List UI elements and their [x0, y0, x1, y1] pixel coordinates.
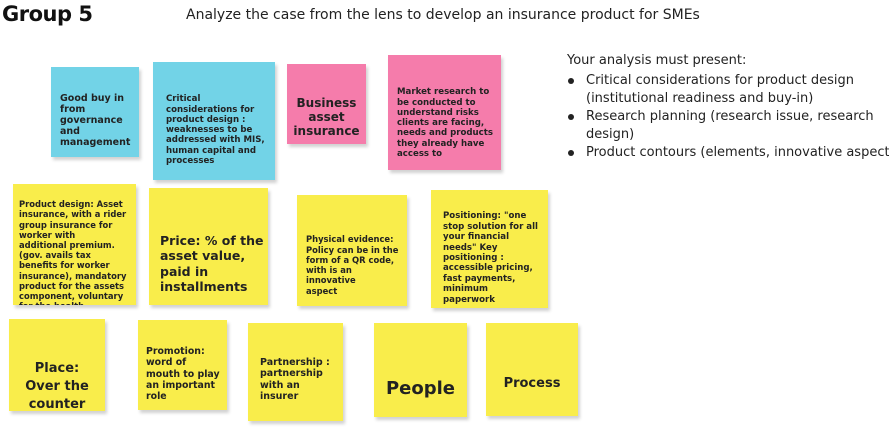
sticky-note-process[interactable]: Process [486, 323, 578, 416]
analysis-bullet-text: (institutional readiness and buy-in) [586, 91, 814, 106]
analysis-bullet-text: design) [586, 127, 635, 142]
sticky-note-text: Market research to be conducted to under… [397, 87, 493, 160]
sticky-note-critical-considerations[interactable]: Critical considerations for product desi… [153, 62, 275, 180]
sticky-note-text: Product design: Asset insurance, with a … [19, 199, 127, 305]
sticky-note-people[interactable]: People [374, 323, 467, 417]
analysis-bullet-text: Research planning (research issue, resea… [586, 109, 874, 124]
sticky-note-partnership[interactable]: Partnership : partnership with an insure… [248, 323, 343, 421]
sticky-note-text: Business asset insurance [293, 96, 360, 138]
sticky-note-place[interactable]: Place: Over the counter [9, 319, 105, 411]
sticky-note-positioning[interactable]: Positioning: "one stop solution for all … [431, 190, 548, 308]
sticky-note-promotion[interactable]: Promotion: word of mouth to play an impo… [138, 320, 227, 410]
analysis-heading: Your analysis must present: [567, 53, 747, 68]
analysis-panel: Your analysis must present: Critical con… [567, 52, 889, 162]
sticky-note-text: Partnership : partnership with an insure… [260, 357, 330, 402]
analysis-list: Critical considerations for product desi… [567, 72, 889, 162]
sticky-note-text: Price: % of the asset value, paid in ins… [160, 232, 264, 295]
sticky-note-text: Positioning: "one stop solution for all … [443, 211, 538, 305]
sticky-note-text: People [385, 378, 456, 399]
sticky-note-text: Critical considerations for product desi… [166, 94, 265, 167]
page-subtitle: Analyze the case from the lens to develo… [186, 7, 700, 23]
sticky-note-governance[interactable]: Good buy in from governance and manageme… [51, 67, 139, 157]
sticky-note-business-asset-insurance[interactable]: Business asset insurance [287, 64, 366, 144]
sticky-note-text: Place: Over the counter [25, 361, 89, 411]
sticky-note-physical-evidence[interactable]: Physical evidence: Policy can be in the … [297, 195, 407, 306]
sticky-note-text: Process [503, 376, 561, 391]
analysis-bullet: Research planning (research issue, resea… [567, 108, 889, 144]
page-title: Group 5 [2, 2, 93, 26]
sticky-note-product-design[interactable]: Product design: Asset insurance, with a … [13, 184, 136, 305]
sticky-note-text: Promotion: word of mouth to play an impo… [146, 346, 220, 403]
sticky-note-text: Good buy in from governance and manageme… [60, 93, 131, 148]
analysis-bullet: Critical considerations for product desi… [567, 72, 889, 108]
sticky-note-market-research[interactable]: Market research to be conducted to under… [388, 55, 501, 170]
sticky-note-text: Physical evidence: Policy can be in the … [306, 234, 399, 296]
analysis-bullet-text: Critical considerations for product desi… [586, 73, 854, 88]
analysis-bullet: Product contours (elements, innovative a… [567, 144, 889, 162]
analysis-bullet-text: Product contours (elements, innovative a… [586, 145, 889, 160]
sticky-note-price[interactable]: Price: % of the asset value, paid in ins… [149, 188, 268, 305]
